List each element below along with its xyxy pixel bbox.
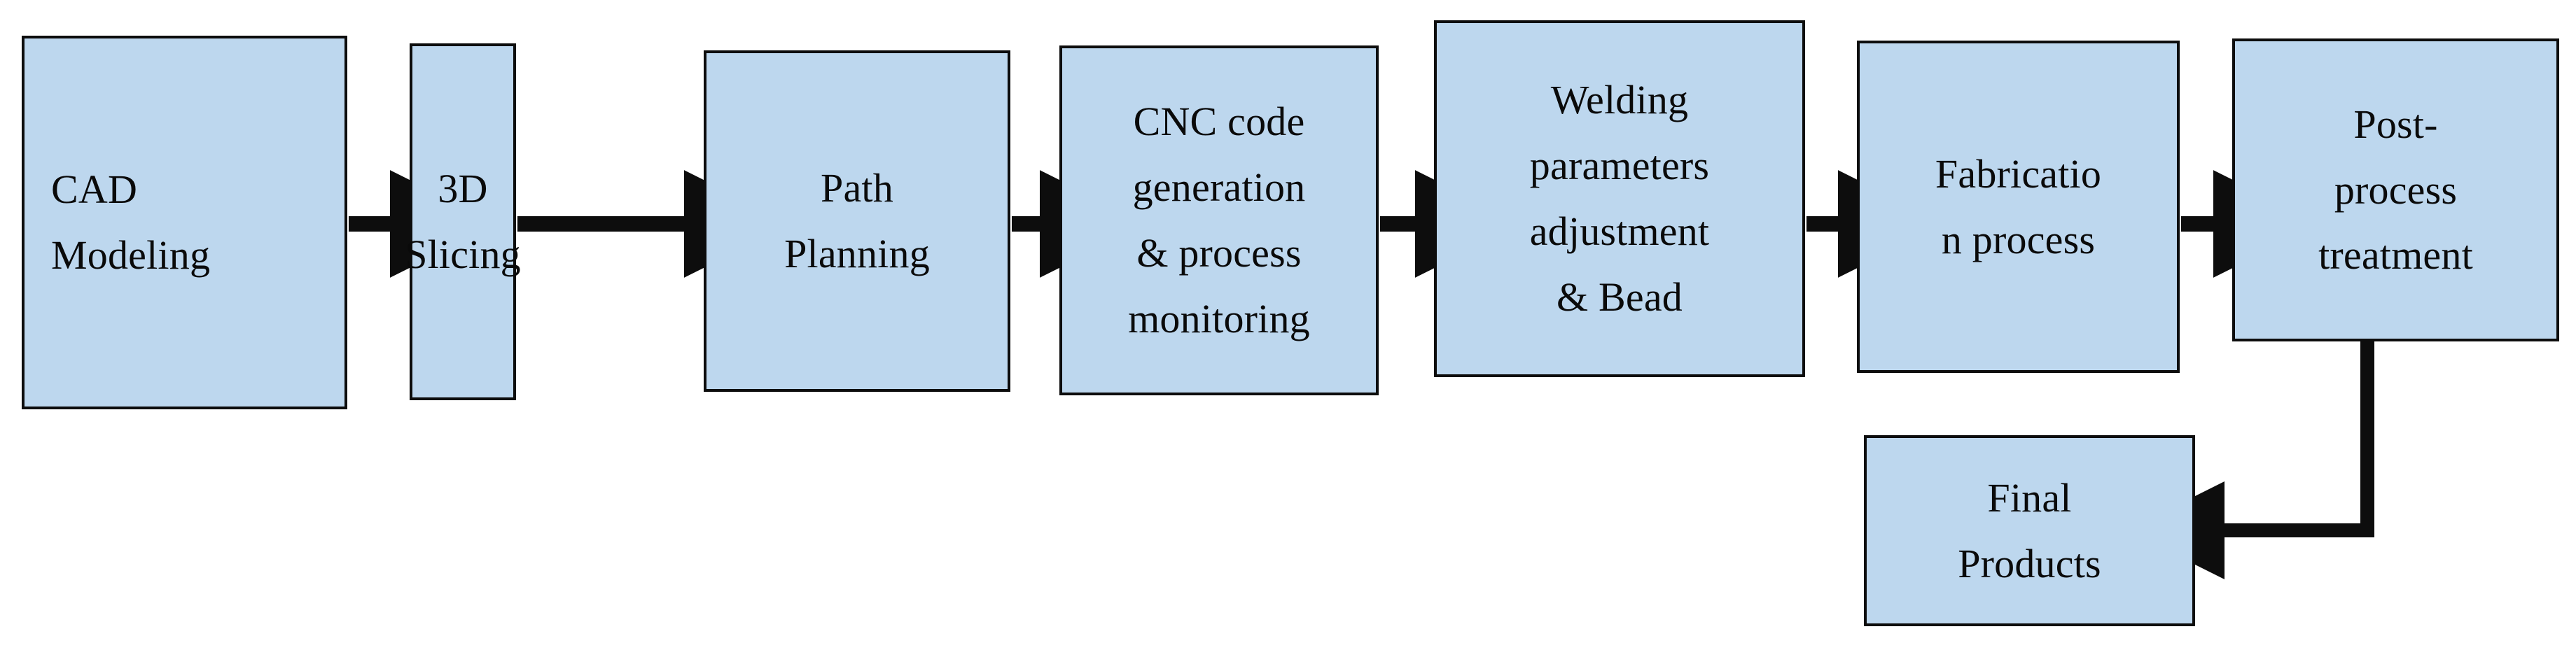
node-final-products-line-2: Products [1958, 540, 2101, 586]
node-cad-modeling[interactable]: CAD Modeling [22, 36, 347, 409]
node-3d-slicing[interactable]: 3D Slicing [405, 43, 521, 400]
node-cnc-code-generation[interactable]: CNC code generation & process monitoring [1059, 45, 1379, 395]
node-cnc-code-generation-line-1: CNC code [1133, 99, 1305, 145]
node-fabrication-process[interactable]: Fabricatio n process [1857, 41, 2180, 373]
node-3d-slicing-line-1: 3D [438, 166, 488, 212]
node-welding-parameters-line-4: & Bead [1557, 274, 1683, 320]
node-cnc-code-generation-line-4: monitoring [1128, 295, 1310, 341]
node-path-planning-line-2: Planning [784, 231, 930, 276]
node-fabrication-process-line-2: n process [1941, 216, 2096, 262]
node-path-planning-line-1: Path [821, 165, 893, 211]
node-cad-modeling-line-2: Modeling [51, 232, 211, 278]
node-post-process-treatment-line-2: process [2334, 167, 2458, 213]
node-final-products-line-1: Final [1987, 474, 2072, 521]
node-fabrication-process-line-1: Fabricatio [1935, 150, 2102, 197]
node-post-process-treatment-line-1: Post- [2353, 101, 2438, 147]
node-post-process-treatment[interactable]: Post-process treatment [2232, 38, 2559, 341]
node-welding-parameters[interactable]: Welding parameters adjustment & Bead [1434, 20, 1805, 377]
edge-post-to-final [2126, 341, 2374, 579]
node-cnc-code-generation-line-3: & process [1136, 230, 1302, 276]
node-welding-parameters-line-2: parameters [1529, 143, 1710, 189]
node-welding-parameters-line-3: adjustment [1529, 209, 1710, 254]
node-post-process-treatment-line-3: treatment [2318, 232, 2473, 278]
node-cad-modeling-line-1: CAD [51, 167, 138, 213]
node-welding-parameters-line-1: Welding [1550, 77, 1689, 123]
node-3d-slicing-line-2: Slicing [405, 232, 521, 277]
node-cnc-code-generation-line-2: generation [1132, 164, 1306, 211]
